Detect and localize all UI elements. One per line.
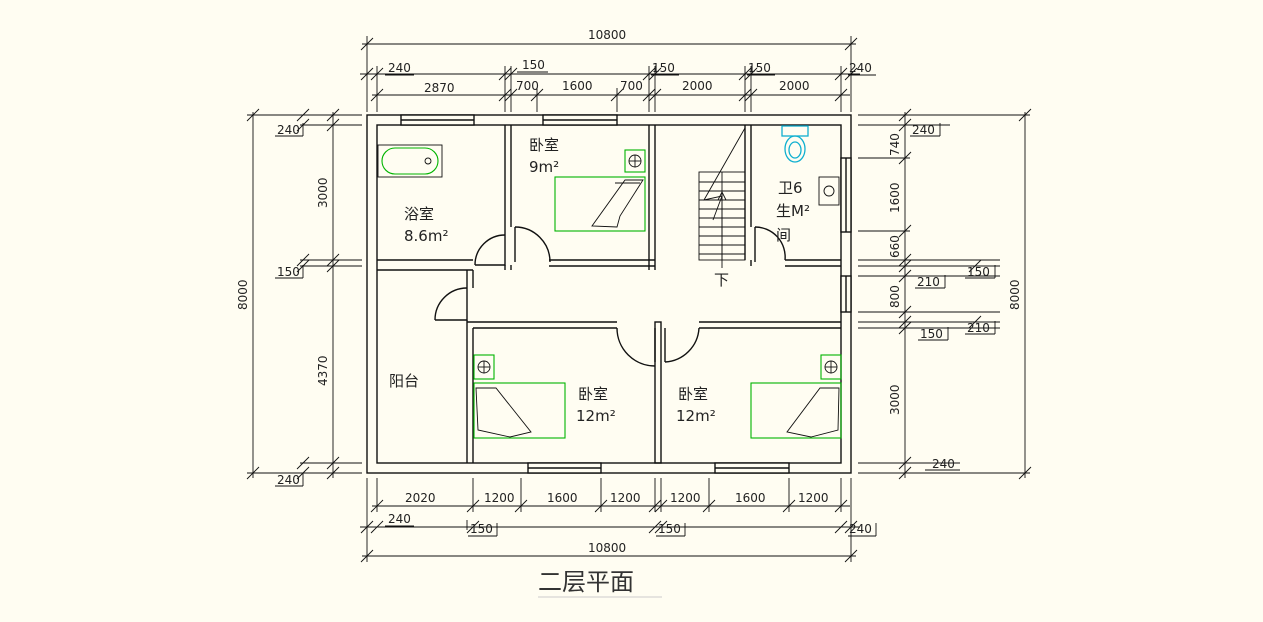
- staircase: [698, 127, 746, 268]
- dim-top-total: 10800: [588, 28, 626, 42]
- dim-bottom-1200-b: 1200: [610, 491, 641, 505]
- dim-bottom-1200-d: 1200: [798, 491, 829, 505]
- wash-basin: [818, 176, 840, 206]
- dim-right-150-top: 150: [967, 265, 990, 279]
- bed-left: [473, 354, 566, 439]
- dim-bottom-2020: 2020: [405, 491, 436, 505]
- dim-top-700-a: 700: [516, 79, 539, 93]
- dimension-lines: [246, 36, 1032, 563]
- bedroom-left-name: 卧室: [578, 385, 608, 403]
- bathtub: [377, 144, 443, 178]
- dim-top-240-right: 240: [849, 61, 872, 75]
- dim-right-total: 8000: [1008, 279, 1022, 310]
- bath-room-area: 8.6m²: [404, 227, 448, 245]
- dim-bottom-150-b: 150: [658, 522, 681, 536]
- dim-top-240-left: 240: [388, 61, 411, 75]
- dim-top-1600: 1600: [562, 79, 593, 93]
- dim-right-660: 660: [888, 235, 902, 258]
- dim-right-3000: 3000: [888, 384, 902, 415]
- bedroom-left-area: 12m²: [576, 407, 616, 425]
- balcony-name: 阳台: [389, 372, 419, 390]
- wc-label-line3: 间: [776, 226, 791, 244]
- dim-right-800: 800: [888, 285, 902, 308]
- wc-label-line2: 生M²: [776, 202, 810, 220]
- doors: [434, 226, 786, 367]
- toilet: [781, 125, 809, 163]
- bedroom-right-name: 卧室: [678, 385, 708, 403]
- bed-top: [554, 149, 646, 232]
- dim-left-150: 150: [277, 265, 300, 279]
- dim-bottom-1200-c: 1200: [670, 491, 701, 505]
- dim-bottom-1600-a: 1600: [547, 491, 578, 505]
- wc-label-line1: 卫6: [778, 179, 803, 197]
- dim-bottom-240-left: 240: [388, 512, 411, 526]
- bedroom-right-area: 12m²: [676, 407, 716, 425]
- bed-right: [750, 354, 842, 439]
- dim-top-150-c: 150: [748, 61, 771, 75]
- dim-left-240-bottom: 240: [277, 473, 300, 487]
- dim-right-240-bottom: 240: [932, 457, 955, 471]
- dim-top-2000-b: 2000: [779, 79, 810, 93]
- dim-left-4370: 4370: [316, 355, 330, 386]
- dim-right-740: 740: [888, 133, 902, 156]
- dim-bottom-1200-a: 1200: [484, 491, 515, 505]
- dim-top-700-b: 700: [620, 79, 643, 93]
- dim-right-210-top: 210: [917, 275, 940, 289]
- bath-room-name: 浴室: [404, 205, 434, 223]
- dim-bottom-240-right: 240: [849, 522, 872, 536]
- dim-right-240-top: 240: [912, 123, 935, 137]
- dim-top-2870: 2870: [424, 81, 455, 95]
- dim-right-210-bottom: 210: [967, 321, 990, 335]
- dim-right-150-bottom: 150: [920, 327, 943, 341]
- dim-top-2000-a: 2000: [682, 79, 713, 93]
- stair-down-label: 下: [714, 271, 729, 289]
- dim-left-240-top: 240: [277, 123, 300, 137]
- dim-top-150-b: 150: [652, 61, 675, 75]
- bedroom-top-area: 9m²: [529, 158, 559, 176]
- dim-right-1600: 1600: [888, 182, 902, 213]
- dim-top-150-a: 150: [522, 58, 545, 72]
- dim-bottom-total: 10800: [588, 541, 626, 555]
- dimension-label-boxes: [275, 71, 996, 537]
- dim-left-3000: 3000: [316, 177, 330, 208]
- drawing-title: 二层平面: [538, 568, 634, 596]
- bedroom-top-name: 卧室: [529, 136, 559, 154]
- dim-left-total: 8000: [236, 279, 250, 310]
- walls: [366, 114, 852, 474]
- dim-bottom-150-a: 150: [470, 522, 493, 536]
- dim-bottom-1600-b: 1600: [735, 491, 766, 505]
